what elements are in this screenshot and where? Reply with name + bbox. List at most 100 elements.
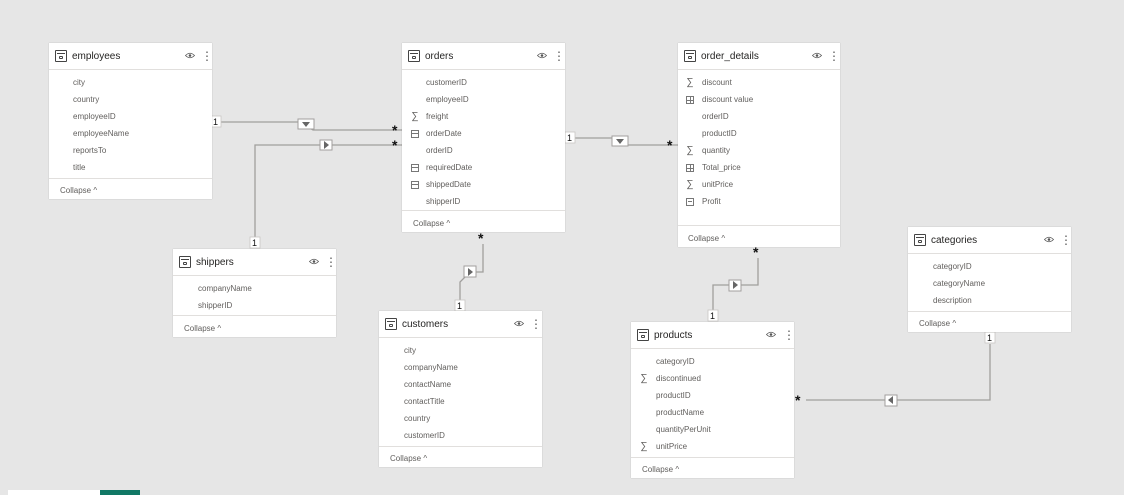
- field-row[interactable]: ∑unitPrice: [678, 176, 840, 193]
- field-name: companyName: [198, 284, 252, 293]
- field-row[interactable]: title: [49, 159, 212, 176]
- field-row[interactable]: orderID: [402, 142, 565, 159]
- field-row[interactable]: productID: [631, 387, 794, 404]
- field-row[interactable]: city: [379, 342, 542, 359]
- field-name: shippedDate: [426, 180, 471, 189]
- table-header[interactable]: order_details ⋮: [678, 43, 840, 69]
- eye-icon[interactable]: [766, 331, 776, 338]
- field-row[interactable]: description: [908, 292, 1071, 309]
- collapse-link[interactable]: Collapse ^: [642, 465, 680, 474]
- more-options-icon[interactable]: ⋮: [325, 255, 337, 269]
- more-options-icon[interactable]: ⋮: [828, 49, 840, 63]
- field-row[interactable]: companyName: [379, 359, 542, 376]
- field-row[interactable]: ∑unitPrice: [631, 438, 794, 455]
- page-tab[interactable]: [8, 490, 100, 495]
- collapse-link[interactable]: Collapse ^: [60, 186, 98, 195]
- field-row[interactable]: ∑quantity: [678, 142, 840, 159]
- eye-icon[interactable]: [309, 258, 319, 265]
- collapse-link[interactable]: Collapse ^: [184, 324, 222, 333]
- eye-icon[interactable]: [537, 52, 547, 59]
- field-row[interactable]: orderDate: [402, 125, 565, 142]
- calculated-column-icon: [685, 163, 695, 173]
- field-row[interactable]: ∑freight: [402, 108, 565, 125]
- field-row[interactable]: customerID: [379, 427, 542, 444]
- field-row[interactable]: productID: [678, 125, 840, 142]
- field-row[interactable]: Total_price: [678, 159, 840, 176]
- field-name: categoryID: [933, 262, 972, 271]
- field-row[interactable]: employeeID: [49, 108, 212, 125]
- table-icon: [684, 50, 696, 62]
- field-row[interactable]: country: [379, 410, 542, 427]
- field-row[interactable]: contactTitle: [379, 393, 542, 410]
- field-row[interactable]: shipperID: [173, 297, 336, 314]
- table-card-orders[interactable]: orders ⋮ customerID employeeID ∑freight …: [402, 43, 565, 232]
- field-name: categoryID: [656, 357, 695, 366]
- table-header[interactable]: orders ⋮: [402, 43, 565, 69]
- field-name: city: [404, 346, 416, 355]
- field-row[interactable]: city: [49, 74, 212, 91]
- page-tab-active[interactable]: [100, 490, 140, 495]
- field-name: orderDate: [426, 129, 462, 138]
- eye-icon[interactable]: [185, 52, 195, 59]
- field-row[interactable]: categoryID: [631, 353, 794, 370]
- field-row[interactable]: companyName: [173, 280, 336, 297]
- relationship-employees-orders: [221, 121, 402, 131]
- arrow-right-icon: [324, 141, 329, 149]
- field-row[interactable]: requiredDate: [402, 159, 565, 176]
- field-row[interactable]: employeeName: [49, 125, 212, 142]
- more-options-icon[interactable]: ⋮: [1060, 233, 1072, 247]
- table-header[interactable]: products ⋮: [631, 322, 795, 348]
- field-row[interactable]: country: [49, 91, 212, 108]
- field-row[interactable]: categoryName: [908, 275, 1071, 292]
- field-name: unitPrice: [702, 180, 734, 189]
- field-row[interactable]: quantityPerUnit: [631, 421, 794, 438]
- cardinality-one: 1: [457, 301, 463, 311]
- collapse-link[interactable]: Collapse ^: [390, 454, 428, 463]
- more-options-icon[interactable]: ⋮: [783, 328, 795, 342]
- table-header[interactable]: customers ⋮: [379, 311, 542, 337]
- field-row[interactable]: categoryID: [908, 258, 1071, 275]
- collapse-link[interactable]: Collapse ^: [413, 219, 451, 228]
- collapse-link[interactable]: Collapse ^: [688, 234, 726, 243]
- field-name: Profit: [702, 197, 721, 206]
- table-card-customers[interactable]: customers ⋮ city companyName contactName…: [379, 311, 542, 467]
- field-row[interactable]: shipperID: [402, 193, 565, 210]
- more-options-icon[interactable]: ⋮: [553, 49, 565, 63]
- field-row[interactable]: contactName: [379, 376, 542, 393]
- eye-icon[interactable]: [1044, 236, 1054, 243]
- arrow-down-icon: [302, 122, 310, 127]
- table-title: employees: [72, 50, 121, 62]
- sigma-icon: ∑: [686, 76, 694, 88]
- field-row[interactable]: reportsTo: [49, 142, 212, 159]
- table-header[interactable]: categories ⋮: [908, 227, 1072, 253]
- field-row[interactable]: shippedDate: [402, 176, 565, 193]
- eye-icon[interactable]: [812, 52, 822, 59]
- collapse-link[interactable]: Collapse ^: [919, 319, 957, 328]
- table-header[interactable]: shippers ⋮: [173, 249, 337, 275]
- field-name: country: [73, 95, 100, 104]
- table-card-products[interactable]: products ⋮ categoryID ∑discontinued prod…: [631, 322, 795, 478]
- calendar-icon: [410, 180, 420, 190]
- field-row[interactable]: customerID: [402, 74, 565, 91]
- field-row[interactable]: discount value: [678, 91, 840, 108]
- table-header[interactable]: employees ⋮: [49, 43, 213, 69]
- eye-icon[interactable]: [514, 320, 524, 327]
- more-options-icon[interactable]: ⋮: [201, 49, 213, 63]
- table-card-categories[interactable]: categories ⋮ categoryID categoryName des…: [908, 227, 1072, 332]
- table-card-employees[interactable]: employees ⋮ city country employeeID empl…: [49, 43, 213, 199]
- field-row[interactable]: Profit: [678, 193, 840, 210]
- cardinality-one: 1: [710, 311, 716, 321]
- field-name: city: [73, 78, 85, 87]
- field-row[interactable]: ∑ discount: [678, 74, 840, 91]
- more-options-icon[interactable]: ⋮: [530, 317, 542, 331]
- table-card-shippers[interactable]: shippers ⋮ companyName shipperID Collaps…: [173, 249, 337, 337]
- field-row[interactable]: employeeID: [402, 91, 565, 108]
- table-title: customers: [402, 318, 449, 330]
- field-row[interactable]: orderID: [678, 108, 840, 125]
- field-row[interactable]: ∑discontinued: [631, 370, 794, 387]
- measure-icon: [685, 197, 695, 207]
- field-name: discount: [702, 78, 732, 87]
- field-row[interactable]: productName: [631, 404, 794, 421]
- table-card-order-details[interactable]: order_details ⋮ ∑ discount discount value…: [678, 43, 840, 247]
